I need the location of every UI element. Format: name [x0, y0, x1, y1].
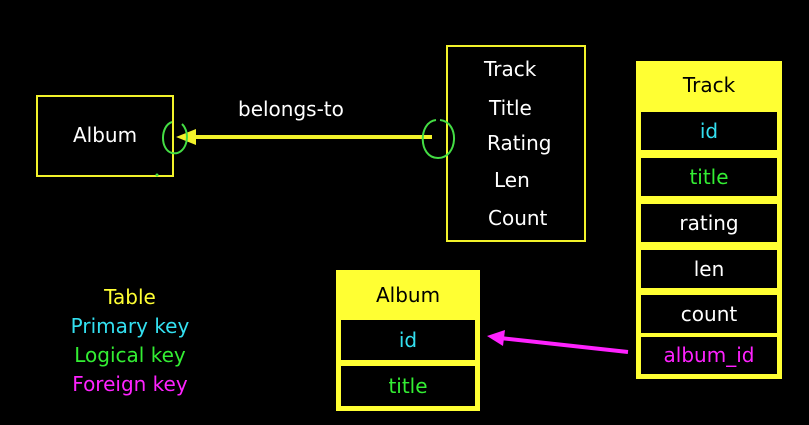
legend-logical-key: Logical key: [74, 343, 186, 367]
color-legend: Table Primary key Logical key Foreign ke…: [60, 283, 200, 399]
album-field-id: id: [341, 320, 475, 360]
relation-label: belongs-to: [238, 97, 344, 121]
album-end-dot: [155, 173, 159, 177]
album-end-circle: [162, 121, 188, 155]
album-field-title: title: [341, 366, 475, 406]
track-entity-title: Track: [484, 57, 537, 81]
track-table-header: Track: [682, 73, 736, 97]
track-field-id: id: [641, 112, 777, 150]
track-attribute-title: Title: [489, 96, 532, 120]
legend-primary-key: Primary key: [70, 314, 190, 338]
track-field-album-id: album_id: [641, 337, 777, 374]
album-table-header: Album: [375, 283, 441, 307]
track-attribute-len: Len: [494, 168, 530, 192]
foreign-key-arrowhead: [487, 330, 505, 346]
legend-foreign-key: Foreign key: [72, 372, 188, 396]
track-end-circle: [421, 119, 455, 160]
album-entity-label: Album: [73, 123, 138, 147]
track-field-title: title: [641, 158, 777, 196]
legend-table: Table: [104, 285, 156, 309]
track-field-rating: rating: [641, 204, 777, 242]
album-entity-box: [36, 95, 174, 177]
album-table: Album id title: [336, 270, 480, 411]
track-attribute-rating: Rating: [487, 131, 552, 155]
track-entity-box: [446, 45, 586, 242]
track-attribute-count: Count: [488, 206, 548, 230]
track-field-count: count: [641, 295, 777, 333]
foreign-key-arrow-line: [499, 336, 629, 354]
track-field-len: len: [641, 250, 777, 288]
track-table: Track id title rating len count album_id: [636, 61, 782, 379]
